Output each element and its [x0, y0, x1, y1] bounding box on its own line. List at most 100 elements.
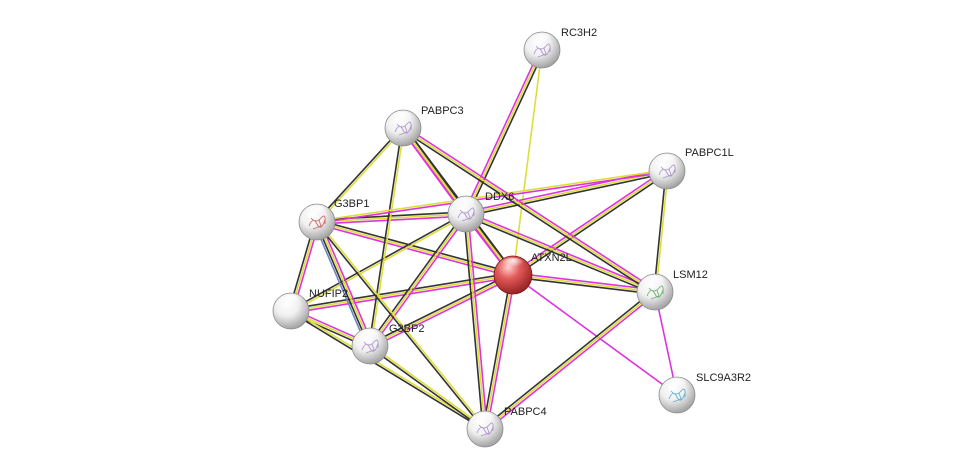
- node-rc3h2[interactable]: RC3H2: [523, 27, 597, 69]
- edge-pabpc3-lsm12[interactable]: [401, 125, 657, 295]
- edge-strand-black: [467, 50, 545, 216]
- edge-g3bp1-pabpc4[interactable]: [315, 220, 487, 431]
- edge-strand-yellow: [484, 274, 514, 430]
- edge-strand-magenta: [464, 168, 668, 213]
- node-highlight: [666, 378, 688, 392]
- protein-structure-icon: [361, 339, 379, 354]
- edge-nufip2-pabpc4[interactable]: [289, 309, 487, 431]
- edge-pabpc1l-lsm12[interactable]: [653, 170, 669, 293]
- edge-strand-magenta: [512, 272, 657, 291]
- edge-ddx6-lsm12[interactable]: [464, 211, 657, 295]
- edge-strand-yellow: [655, 170, 669, 293]
- edge-strand-magenta: [403, 125, 657, 292]
- edge-strand-yellow: [402, 127, 656, 293]
- edge-strand-black: [368, 346, 486, 431]
- edge-lsm12-pabpc4[interactable]: [482, 289, 658, 432]
- protein-structure-icon: [668, 388, 686, 403]
- edge-strand-magenta: [290, 276, 515, 314]
- edge-pabpc1l-g3bp1[interactable]: [316, 169, 668, 224]
- edge-ddx6-pabpc1l[interactable]: [464, 168, 669, 217]
- edge-ddx6-g3bp2[interactable]: [367, 211, 469, 349]
- protein-structure-icon: [308, 215, 326, 230]
- edge-strand-magenta: [466, 211, 657, 291]
- edge-strand-blue: [313, 222, 368, 349]
- edge-strand-magenta: [319, 219, 374, 346]
- edge-pabpc3-g3bp2[interactable]: [368, 127, 405, 347]
- edge-ddx6-nufip2[interactable]: [289, 212, 468, 313]
- edge-strand-magenta: [486, 274, 516, 431]
- edge-strand-yellow: [465, 213, 486, 430]
- edge-g3bp2-pabpc4[interactable]: [368, 344, 487, 431]
- edge-strand-black: [289, 212, 467, 311]
- node-highlight: [280, 294, 302, 308]
- edge-strand-black: [367, 211, 466, 346]
- node-pabpc3[interactable]: PABPC3: [384, 105, 464, 147]
- edge-strand-yellow: [316, 169, 668, 222]
- edge-strand-black: [368, 272, 513, 345]
- node-highlight: [455, 197, 477, 211]
- edge-pabpc3-g3bp1[interactable]: [315, 126, 405, 224]
- edge-strand-yellow: [370, 127, 405, 347]
- edge-strand-magenta: [316, 171, 668, 224]
- edge-strand-magenta: [316, 215, 467, 225]
- edge-strand-yellow: [317, 220, 487, 430]
- edge-strand-black: [464, 215, 655, 295]
- edge-strand-magenta: [511, 168, 667, 275]
- protein-structure-icon: [394, 121, 412, 136]
- edge-strand-black: [315, 221, 485, 431]
- edge-strand-magenta: [512, 274, 678, 396]
- edge-strand-black: [482, 273, 512, 430]
- edge-strand-black: [465, 172, 669, 217]
- edge-strand-yellow: [290, 274, 514, 312]
- edge-strand-black: [368, 127, 403, 347]
- edge-atxn2l-lsm12[interactable]: [511, 272, 657, 295]
- node-highlight: [644, 275, 666, 289]
- node-slc9a3r2[interactable]: SLC9A3R2: [658, 372, 751, 414]
- edge-strand-yellow: [465, 213, 656, 293]
- edge-atxn2l-nufip2[interactable]: [289, 272, 515, 314]
- node-g3bp2[interactable]: G3BP2: [351, 323, 424, 365]
- edge-strand-yellow: [317, 220, 372, 347]
- node-label: NUFIP2: [309, 288, 348, 300]
- edge-strand-black: [289, 272, 514, 310]
- node-atxn2l[interactable]: ATXN2L: [493, 252, 572, 295]
- edge-strand-black: [513, 171, 669, 278]
- node-ddx6[interactable]: DDX6: [447, 191, 514, 233]
- edge-atxn2l-slc9a3r2[interactable]: [512, 274, 678, 396]
- edge-strand-magenta: [370, 214, 469, 349]
- edge-strand-black: [315, 126, 404, 223]
- edges-layer: [288, 48, 678, 432]
- edge-atxn2l-g3bp1[interactable]: [315, 219, 515, 278]
- edge-strand-black: [463, 213, 484, 430]
- edge-atxn2l-pabpc1l[interactable]: [511, 168, 669, 278]
- edge-strand-yellow: [512, 274, 656, 293]
- node-highlight: [392, 111, 414, 125]
- edge-strand-yellow: [290, 214, 468, 313]
- node-pabpc1l[interactable]: PABPC1L: [648, 147, 734, 190]
- edge-ddx6-rc3h2[interactable]: [463, 48, 545, 216]
- node-nufip2[interactable]: NUFIP2: [272, 288, 348, 330]
- edge-g3bp1-g3bp2[interactable]: [313, 219, 374, 349]
- edge-strand-black: [401, 128, 655, 295]
- node-lsm12[interactable]: LSM12: [636, 269, 708, 311]
- node-g3bp1[interactable]: G3BP1: [298, 198, 369, 241]
- node-highlight: [474, 412, 496, 426]
- node-pabpc4[interactable]: PABPC4: [466, 406, 547, 448]
- node-label: LSM12: [673, 269, 708, 281]
- edge-strand-yellow: [484, 291, 656, 430]
- edge-ddx6-pabpc4[interactable]: [463, 213, 488, 430]
- node-label: PABPC4: [504, 406, 547, 418]
- edge-strand-black: [315, 221, 370, 348]
- node-highlight: [359, 329, 381, 343]
- edge-strand-black: [511, 276, 656, 295]
- edge-strand-black: [316, 219, 515, 274]
- edge-atxn2l-pabpc4[interactable]: [482, 273, 516, 431]
- edge-atxn2l-g3bp2[interactable]: [368, 272, 515, 349]
- edge-strand-yellow: [465, 170, 668, 215]
- edge-strand-yellow: [369, 344, 487, 429]
- protein-structure-icon: [646, 285, 664, 300]
- edge-strand-magenta: [485, 292, 658, 432]
- node-label: PABPC1L: [685, 147, 734, 159]
